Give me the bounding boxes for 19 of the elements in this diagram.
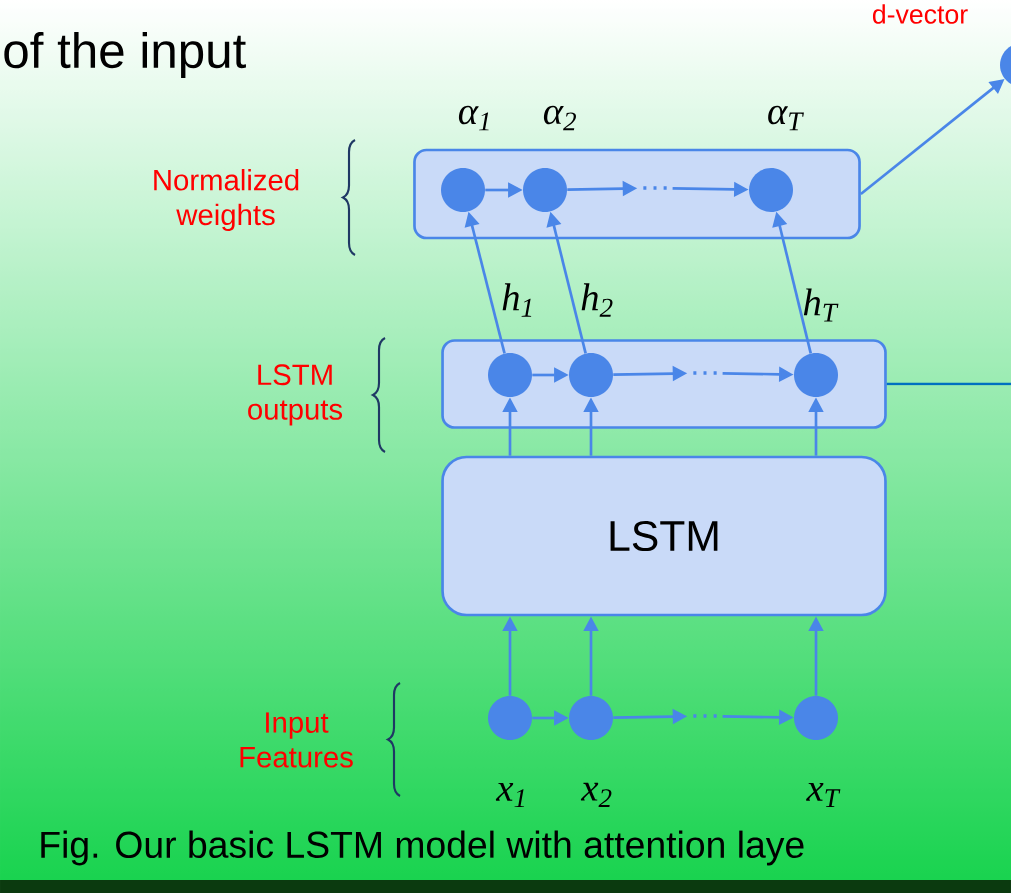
ellipsis: … (693, 371, 717, 375)
math-label: x$_{1}$ (495, 782, 525, 808)
math-label: x$_{T}$ (806, 782, 841, 807)
ellipsis: … (693, 714, 717, 718)
math-label: h$_{1}$ (502, 283, 532, 317)
math-label: h$_{T}$ (803, 288, 839, 322)
math-label: x$_{2}$ (580, 782, 612, 808)
math-label: h$_{2}$ (581, 283, 613, 317)
process-box: LSTM (441, 455, 887, 617)
caption: Fig. Our basic LSTM model with attention laye (41, 830, 804, 866)
side-label: Input Features (240, 712, 353, 768)
side-label: LSTM outputs (248, 364, 343, 426)
math-label: α$_{T}$ (768, 105, 804, 131)
ellipsis: … (643, 186, 667, 190)
side-label: Normalized weights (154, 169, 299, 231)
heading: of the input (4, 32, 246, 78)
math-label: α$_{2}$ (543, 105, 576, 131)
math-label: α$_{1}$ (458, 105, 489, 131)
side-label: d-vector (872, 4, 968, 24)
